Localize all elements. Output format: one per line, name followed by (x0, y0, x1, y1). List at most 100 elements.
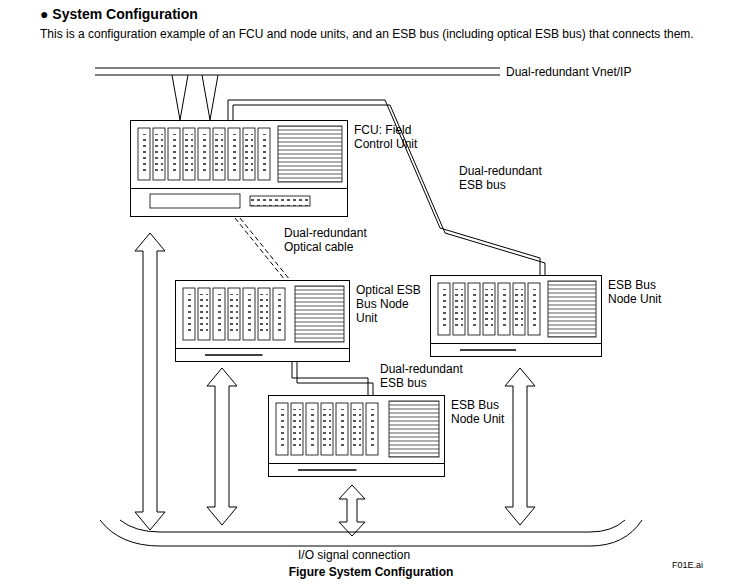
terminal-block (278, 126, 342, 182)
module-face (485, 289, 493, 327)
io-module (258, 288, 270, 340)
power-plate (150, 194, 240, 208)
rack-illustration (175, 280, 350, 362)
module-face (368, 409, 376, 447)
module-face (215, 294, 223, 332)
bus-label: Dual-redundant ESB bus (378, 362, 474, 390)
module-face (500, 289, 508, 327)
bus-line (235, 218, 285, 280)
io-module (336, 403, 348, 455)
io-module (243, 288, 255, 340)
section-title: ● System Configuration (40, 6, 198, 23)
node-unit: Optical ESB Bus Node Unit (175, 280, 432, 362)
io-module (513, 283, 525, 335)
module-face (200, 294, 208, 332)
io-module (198, 288, 210, 340)
unit-label: ESB Bus Node Unit (608, 278, 684, 306)
terminal-block (548, 281, 596, 337)
module-face (215, 134, 223, 172)
io-module (273, 288, 285, 340)
io-module (453, 283, 465, 335)
connector-panel (250, 196, 310, 206)
module-face (308, 409, 316, 447)
bus-label: Dual-redundant Optical cable (282, 226, 378, 254)
band-label: I/O signal connection (298, 548, 410, 562)
unit-label: FCU: Field Control Unit (354, 123, 426, 151)
io-module (168, 128, 180, 180)
rack-base (269, 464, 445, 477)
io-module (438, 283, 450, 335)
figure-caption: Figure System Configuration (0, 565, 742, 579)
io-module (183, 128, 195, 180)
io-module (528, 283, 540, 335)
rack-frame (131, 121, 348, 189)
io-module (183, 288, 195, 340)
module-face (323, 409, 331, 447)
module-face (260, 294, 268, 332)
handle (298, 469, 357, 471)
fcu-base (131, 189, 348, 217)
module-face (338, 409, 346, 447)
io-module (306, 403, 318, 455)
rack-frame (431, 276, 602, 344)
module-face (185, 294, 193, 332)
node-unit: ESB Bus Node Unit (430, 275, 684, 357)
io-arrow (207, 368, 237, 525)
module-face (260, 134, 268, 172)
io-module (243, 128, 255, 180)
module-face (440, 289, 448, 327)
module-face (230, 294, 238, 332)
io-module (138, 128, 150, 180)
rack-base (176, 349, 350, 362)
unit-label: ESB Bus Node Unit (451, 398, 527, 426)
file-code: F01E.ai (672, 558, 703, 572)
node-unit: FCU: Field Control Unit (130, 120, 426, 218)
io-module (198, 128, 210, 180)
module-face (353, 409, 361, 447)
module-face (293, 409, 301, 447)
bus-connector (292, 362, 373, 395)
node-unit: ESB Bus Node Unit (268, 395, 527, 477)
io-module (468, 283, 480, 335)
terminal-block (389, 401, 439, 457)
module-face (470, 289, 478, 327)
io-module (276, 403, 288, 455)
rack-illustration (268, 395, 445, 477)
terminal-block (295, 286, 344, 342)
io-module (213, 128, 225, 180)
module-face (230, 134, 238, 172)
module-face (185, 134, 193, 172)
module-face (530, 289, 538, 327)
bus-label: Dual-redundant ESB bus (457, 164, 553, 192)
rack-base (431, 344, 602, 357)
module-face (170, 134, 178, 172)
handle (205, 354, 263, 356)
module-face (200, 134, 208, 172)
bus-line (292, 362, 368, 395)
module-face (278, 409, 286, 447)
bus-line (297, 362, 373, 395)
io-arrow (135, 233, 165, 530)
module-face (245, 134, 253, 172)
unit-label: Optical ESB Bus Node Unit (356, 283, 432, 325)
io-module (291, 403, 303, 455)
vnet-ip-bus (95, 68, 500, 120)
intro-text: This is a configuration example of an FC… (40, 27, 694, 41)
io-module (228, 288, 240, 340)
module-face (515, 289, 523, 327)
io-module (483, 283, 495, 335)
module-face (155, 134, 163, 172)
handle (460, 349, 516, 351)
io-module (498, 283, 510, 335)
io-module (228, 128, 240, 180)
rack-illustration (130, 120, 348, 218)
rack-frame (269, 396, 445, 464)
io-arrow (505, 368, 535, 525)
io-module (366, 403, 378, 455)
module-face (245, 294, 253, 332)
io-module (213, 288, 225, 340)
io-arrow (339, 485, 365, 536)
io-module (258, 128, 270, 180)
io-module (321, 403, 333, 455)
